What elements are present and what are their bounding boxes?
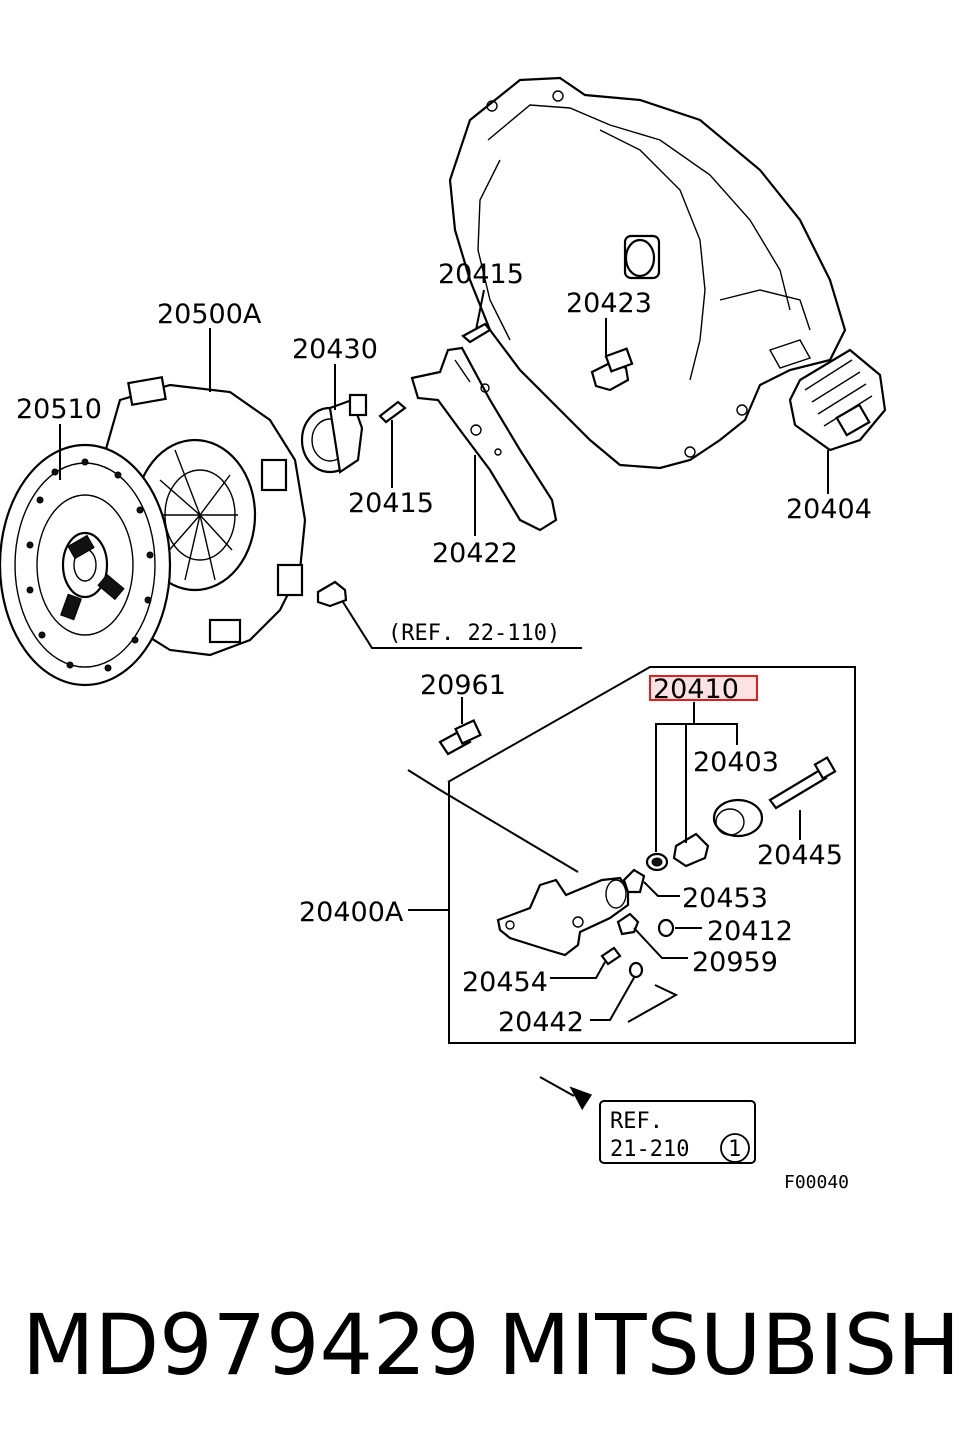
lower-leader-lines [550, 702, 801, 1021]
cap-20412 [657, 918, 675, 938]
release-fork-20422 [410, 346, 558, 532]
bleeder-fitting [316, 580, 348, 608]
ref-box-line2: 21-210 [610, 1137, 689, 1162]
part-number: MD979429 [22, 1296, 480, 1394]
label-20403: 20403 [693, 747, 779, 778]
bleeder-20959 [616, 912, 640, 936]
label-20959: 20959 [692, 947, 778, 978]
figure-code: F00040 [784, 1172, 849, 1193]
boot-20403 [712, 798, 764, 838]
ref-box-circle-number: 1 [728, 1137, 741, 1162]
label-20412: 20412 [707, 916, 793, 947]
ref-arrow [539, 1076, 593, 1111]
highlight-box-20410 [649, 675, 758, 701]
footer-caption: MD979429 MITSUBISHI [0, 1290, 960, 1400]
transmission-housing [448, 76, 847, 470]
pushrod-20445 [768, 756, 837, 810]
label-20961: 20961 [420, 670, 506, 701]
clutch-disc-20510 [0, 443, 172, 687]
label-20510: 20510 [16, 394, 102, 425]
label-20430: 20430 [292, 334, 378, 365]
boot-20404 [788, 348, 887, 452]
label-20415-top: 20415 [438, 259, 524, 290]
bolt-20961 [438, 719, 482, 756]
label-20415-mid: 20415 [348, 488, 434, 519]
label-20500A: 20500A [157, 299, 262, 330]
release-cylinder-20400A [496, 876, 630, 957]
piston-cup-seal [645, 852, 669, 872]
upper-leader-lines [59, 289, 829, 649]
clip-20415-top [461, 322, 492, 344]
label-20442: 20442 [498, 1007, 584, 1038]
bolt-20423 [590, 347, 634, 392]
release-cylinder-box [407, 666, 856, 1044]
label-20410: 20410 [653, 674, 739, 705]
label-20445: 20445 [757, 840, 843, 871]
label-20454: 20454 [462, 967, 548, 998]
spring-20453 [622, 868, 646, 894]
label-20453: 20453 [682, 883, 768, 914]
label-ref-22-110: (REF. 22-110) [388, 621, 560, 646]
brand-name: MITSUBISHI [498, 1296, 960, 1394]
ref-box-line1: REF. [610, 1109, 663, 1134]
ref-box-21-210: REF. 21-210 1 [599, 1100, 756, 1164]
release-bearing-20430 [300, 393, 368, 474]
screw-20454 [600, 946, 622, 966]
label-20400A: 20400A [299, 897, 404, 928]
clip-20415-mid [378, 400, 407, 424]
label-20423: 20423 [566, 288, 652, 319]
label-20404: 20404 [786, 494, 872, 525]
label-20422: 20422 [432, 538, 518, 569]
cap-20442 [628, 961, 644, 979]
piston [672, 832, 710, 868]
